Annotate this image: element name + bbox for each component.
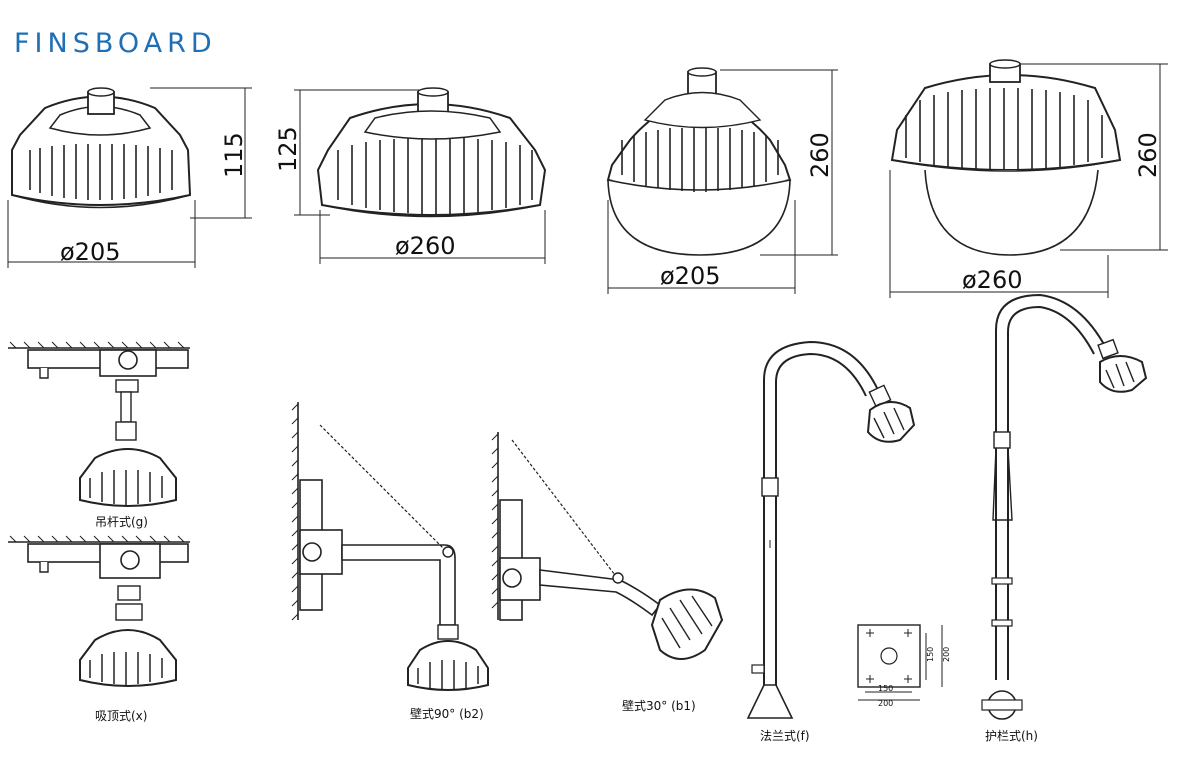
lamp-1-height-label: 115: [220, 132, 248, 178]
guardrail-pole-drawing: [981, 293, 1148, 720]
wall30-caption: 壁式30° (b1): [622, 698, 696, 713]
lamp-2-width-label: ø260: [395, 232, 456, 260]
pendant-caption: 吊杆式(g): [95, 515, 148, 529]
flange-pole-drawing: [746, 340, 916, 719]
lamp-2-drawing: ø260 125: [274, 87, 547, 264]
wall90-caption: 壁式90° (b2): [410, 706, 484, 721]
flange-plate-inner-width: 150: [878, 684, 893, 693]
flange-plate-outer-height: 200: [942, 647, 951, 662]
lamp-1-width-label: ø205: [60, 238, 121, 266]
ceiling-caption: 吸顶式(x): [95, 709, 147, 723]
pendant-mount-drawing: [8, 341, 190, 507]
lamp-1-drawing: ø205 115: [7, 87, 252, 268]
lamp-2-height-label: 125: [274, 126, 302, 172]
ceiling-mount-drawing: [8, 535, 190, 687]
brand-logo: FINSBOARD: [14, 28, 217, 59]
flange-plate-drawing: [857, 624, 943, 701]
flange-plate-inner-height: 150: [926, 647, 935, 662]
wall30-mount-drawing: [491, 432, 724, 660]
lamp-4-height-label: 260: [1134, 132, 1162, 178]
lamp-3-width-label: ø205: [660, 262, 721, 290]
lamp-4-drawing: ø260 260: [889, 59, 1168, 298]
guardrail-caption: 护栏式(h): [985, 728, 1038, 743]
lamp-3-height-label: 260: [806, 132, 834, 178]
lamp-3-drawing: ø205 260: [606, 67, 838, 294]
flange-plate-outer-width: 200: [878, 699, 893, 708]
wall90-mount-drawing: [291, 402, 489, 691]
flange-caption: 法兰式(f): [760, 729, 810, 743]
lamp-4-width-label: ø260: [962, 266, 1023, 294]
